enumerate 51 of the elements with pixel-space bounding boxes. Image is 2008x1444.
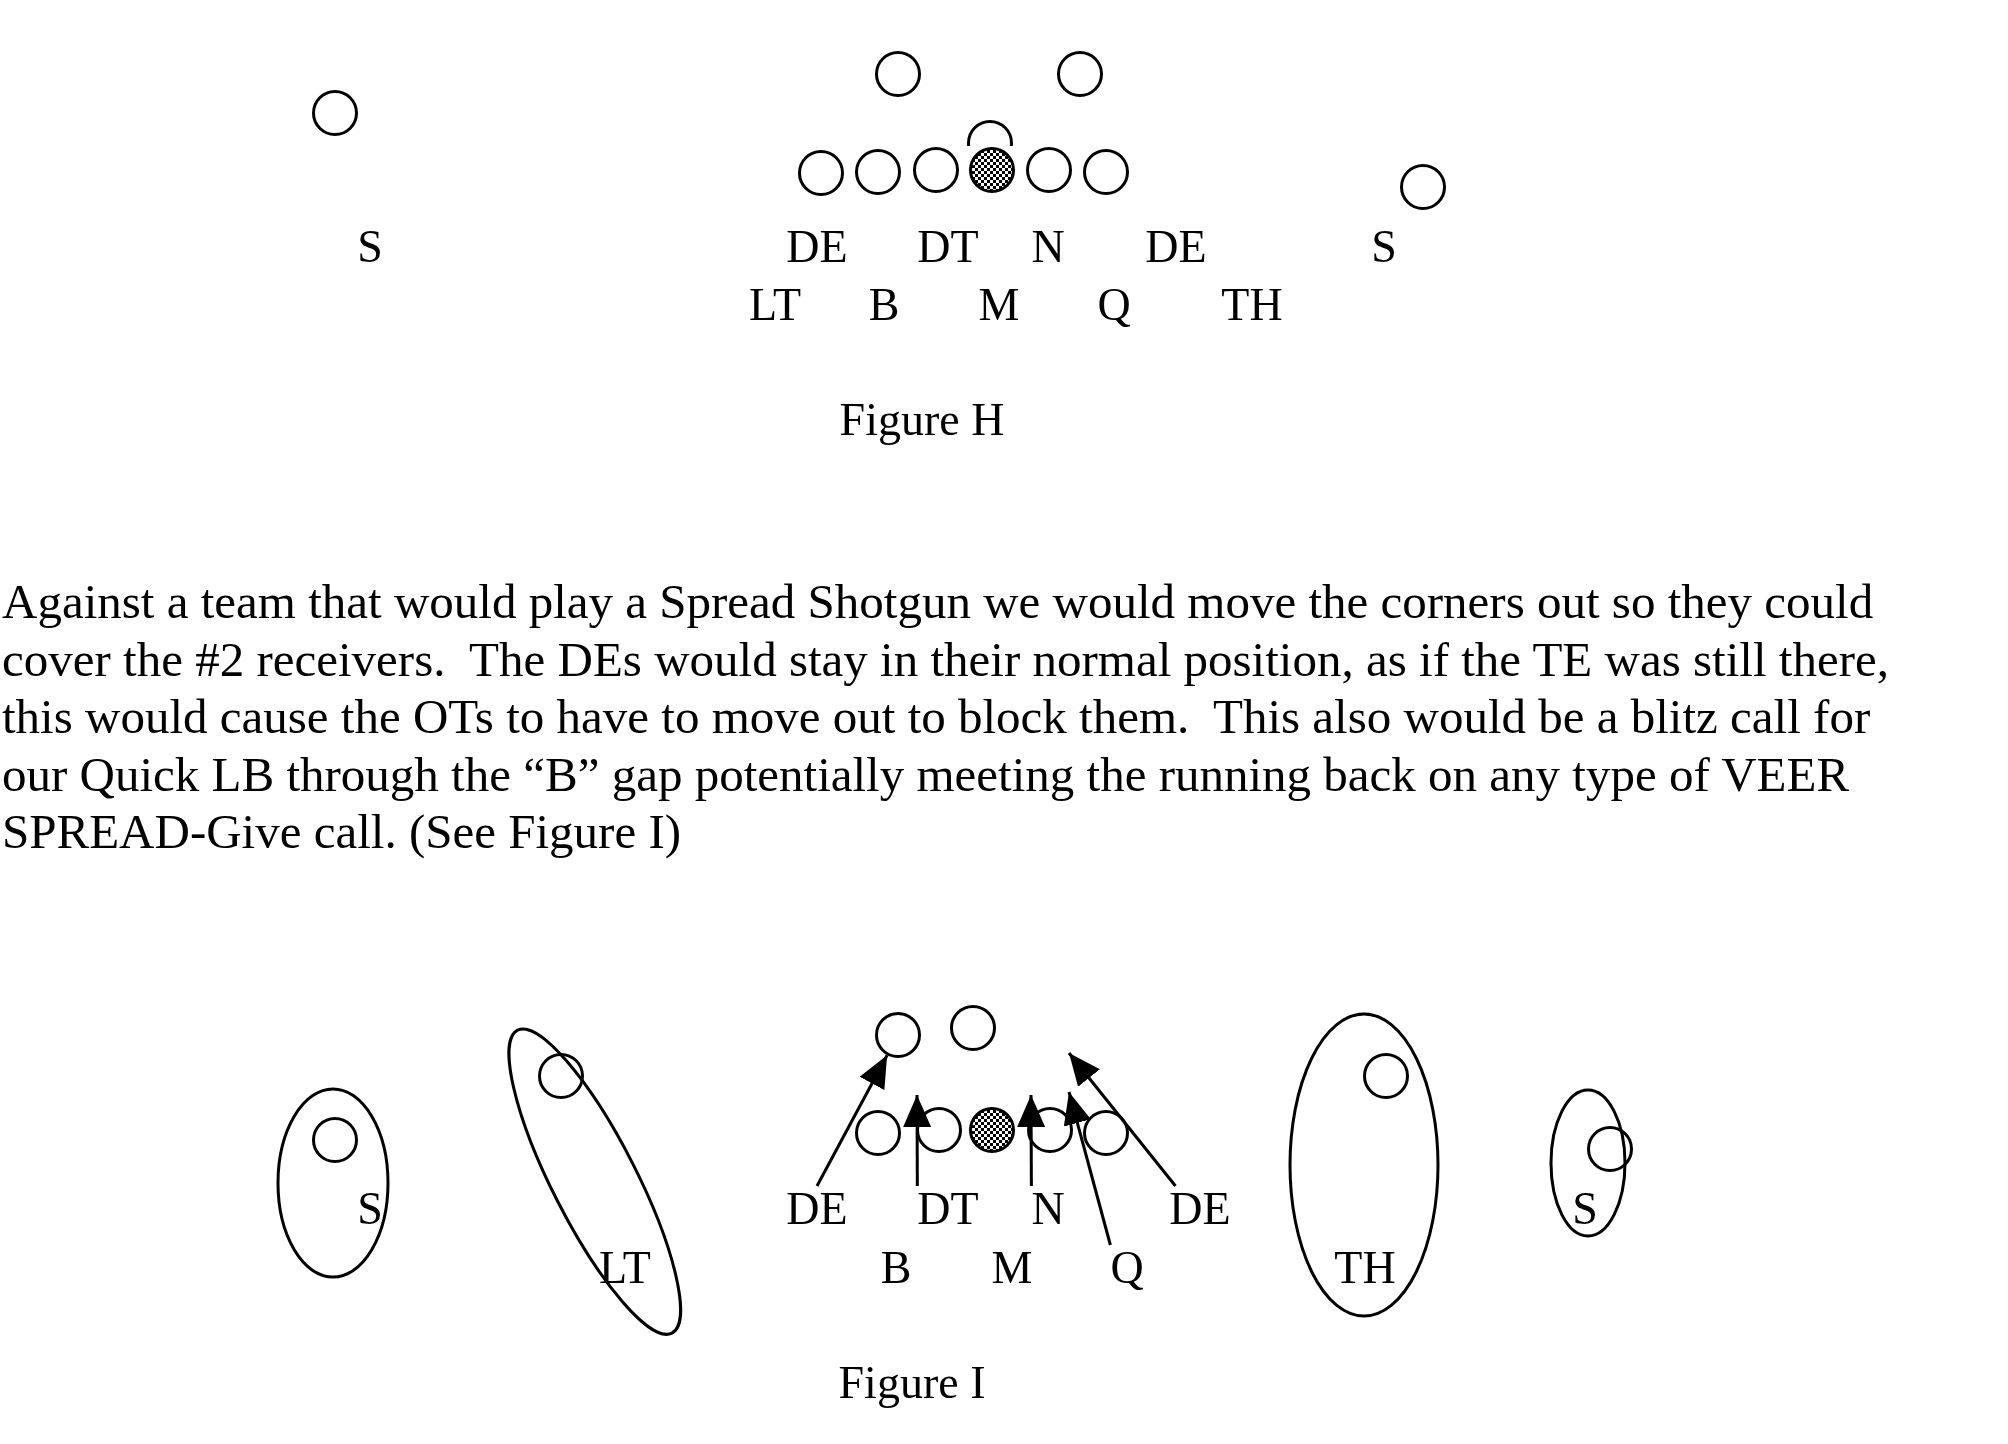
player-circle [875, 51, 921, 97]
position-label: B [868, 282, 900, 328]
paragraph: Against a team that would play a Spread Shotgun we would move the corners out so they could cover the #2 receivers. The DEs would stay in their normal position, as if the TE was still there, this would cause the OTs to have to move out to block them. This also would be a blitz call for our Quick LB through the “B” gap potentially meeting the running back on any type of VEER SPREAD-Give call. (See Figure I) [2, 573, 1890, 861]
movement-arrow [815, 1054, 889, 1187]
player-circle [916, 1107, 962, 1153]
position-label: LT [749, 282, 801, 328]
position-label: Q [1097, 282, 1131, 328]
position-label: S [1371, 224, 1397, 270]
figure-caption: Figure H [839, 397, 1005, 443]
position-label: N [1031, 224, 1065, 270]
figure-caption: Figure I [838, 1360, 986, 1406]
movement-arrow [1067, 1052, 1177, 1187]
player-circle [538, 1053, 584, 1099]
player-circle [1083, 1110, 1129, 1156]
position-label: LT [599, 1245, 651, 1291]
player-circle [1083, 149, 1129, 195]
position-label: S [357, 1186, 383, 1232]
position-label: M [978, 282, 1020, 328]
position-label: TH [1221, 282, 1283, 328]
position-label: DT [917, 224, 979, 270]
position-label: DT [917, 1186, 979, 1232]
football-marker [969, 147, 1015, 193]
position-label: B [880, 1245, 912, 1291]
position-label: DE [786, 1186, 848, 1232]
player-circle [312, 90, 358, 136]
football-marker [969, 1107, 1015, 1153]
movement-arrow [903, 1095, 932, 1186]
player-circle [1363, 1053, 1409, 1099]
position-label: DE [786, 224, 848, 270]
position-label: S [357, 224, 383, 270]
player-circle [855, 1110, 901, 1156]
player-circle [1027, 1107, 1073, 1153]
player-circle [312, 1117, 358, 1163]
position-label: N [1031, 1186, 1065, 1232]
player-circle [875, 1012, 921, 1058]
movement-arrow [1017, 1095, 1046, 1186]
position-label: S [1572, 1186, 1598, 1232]
player-circle [1400, 164, 1446, 210]
player-circle [798, 150, 844, 196]
player-circle [950, 1005, 996, 1051]
position-label: M [991, 1245, 1033, 1291]
player-circle [1057, 51, 1103, 97]
position-label: DE [1169, 1186, 1231, 1232]
player-circle [1026, 147, 1072, 193]
position-label: Q [1110, 1245, 1144, 1291]
movement-arrow [1063, 1091, 1112, 1246]
position-label: TH [1334, 1245, 1396, 1291]
player-circle [1587, 1126, 1633, 1172]
position-label: DE [1145, 224, 1207, 270]
player-circle [913, 147, 959, 193]
player-circle [855, 149, 901, 195]
